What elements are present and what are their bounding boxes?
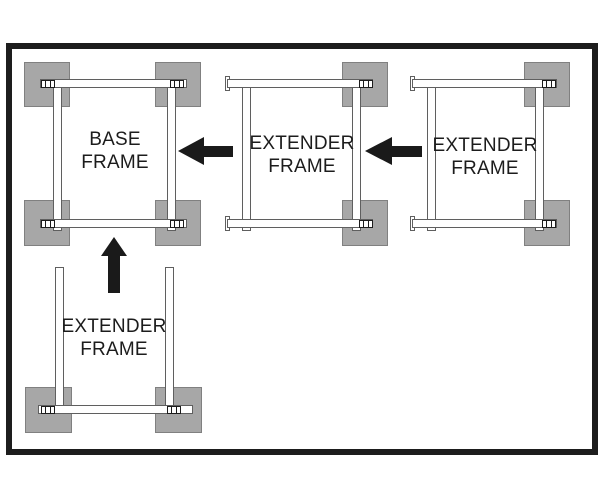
arrow-bottom-to-base-icon (101, 237, 127, 293)
bolt-detail (170, 80, 184, 88)
bolt-detail (41, 220, 55, 228)
arrow-shaft (204, 146, 233, 157)
extender-frame-middle-label: EXTENDER FRAME (229, 132, 375, 178)
frame-bar (227, 219, 373, 228)
bolt-detail (359, 80, 373, 88)
frame-bar (227, 79, 373, 88)
arrow-middle-to-base-icon (178, 137, 233, 165)
label-line: FRAME (451, 158, 519, 179)
extender-frame-right-label: EXTENDER FRAME (412, 134, 558, 180)
frame-bar (40, 219, 187, 228)
extender-frame-bottom-label: EXTENDER FRAME (41, 315, 187, 361)
label-line: FRAME (268, 156, 336, 177)
frame-bar (412, 79, 557, 88)
label-line: EXTENDER (61, 316, 167, 337)
arrow-head (365, 137, 392, 165)
bolt-detail (542, 80, 556, 88)
label-line: FRAME (81, 152, 149, 173)
label-line: EXTENDER (249, 133, 355, 154)
label-line: FRAME (80, 339, 148, 360)
label-line: EXTENDER (432, 135, 538, 156)
diagram-border (6, 43, 598, 455)
bolt-detail (41, 80, 55, 88)
frame-bar (412, 219, 557, 228)
base-frame-label: BASE FRAME (42, 128, 188, 174)
arrow-right-to-middle-icon (365, 137, 422, 165)
bolt-detail (542, 220, 556, 228)
arrow-head (101, 237, 127, 256)
frame-bar (38, 405, 193, 414)
bolt-detail (41, 406, 55, 414)
arrow-head (178, 137, 204, 165)
frame-bar (40, 79, 187, 88)
bolt-detail (359, 220, 373, 228)
arrow-shaft (108, 256, 120, 293)
arrow-shaft (392, 146, 422, 157)
label-line: BASE (89, 129, 141, 150)
bolt-detail (170, 220, 184, 228)
bolt-detail (167, 406, 181, 414)
